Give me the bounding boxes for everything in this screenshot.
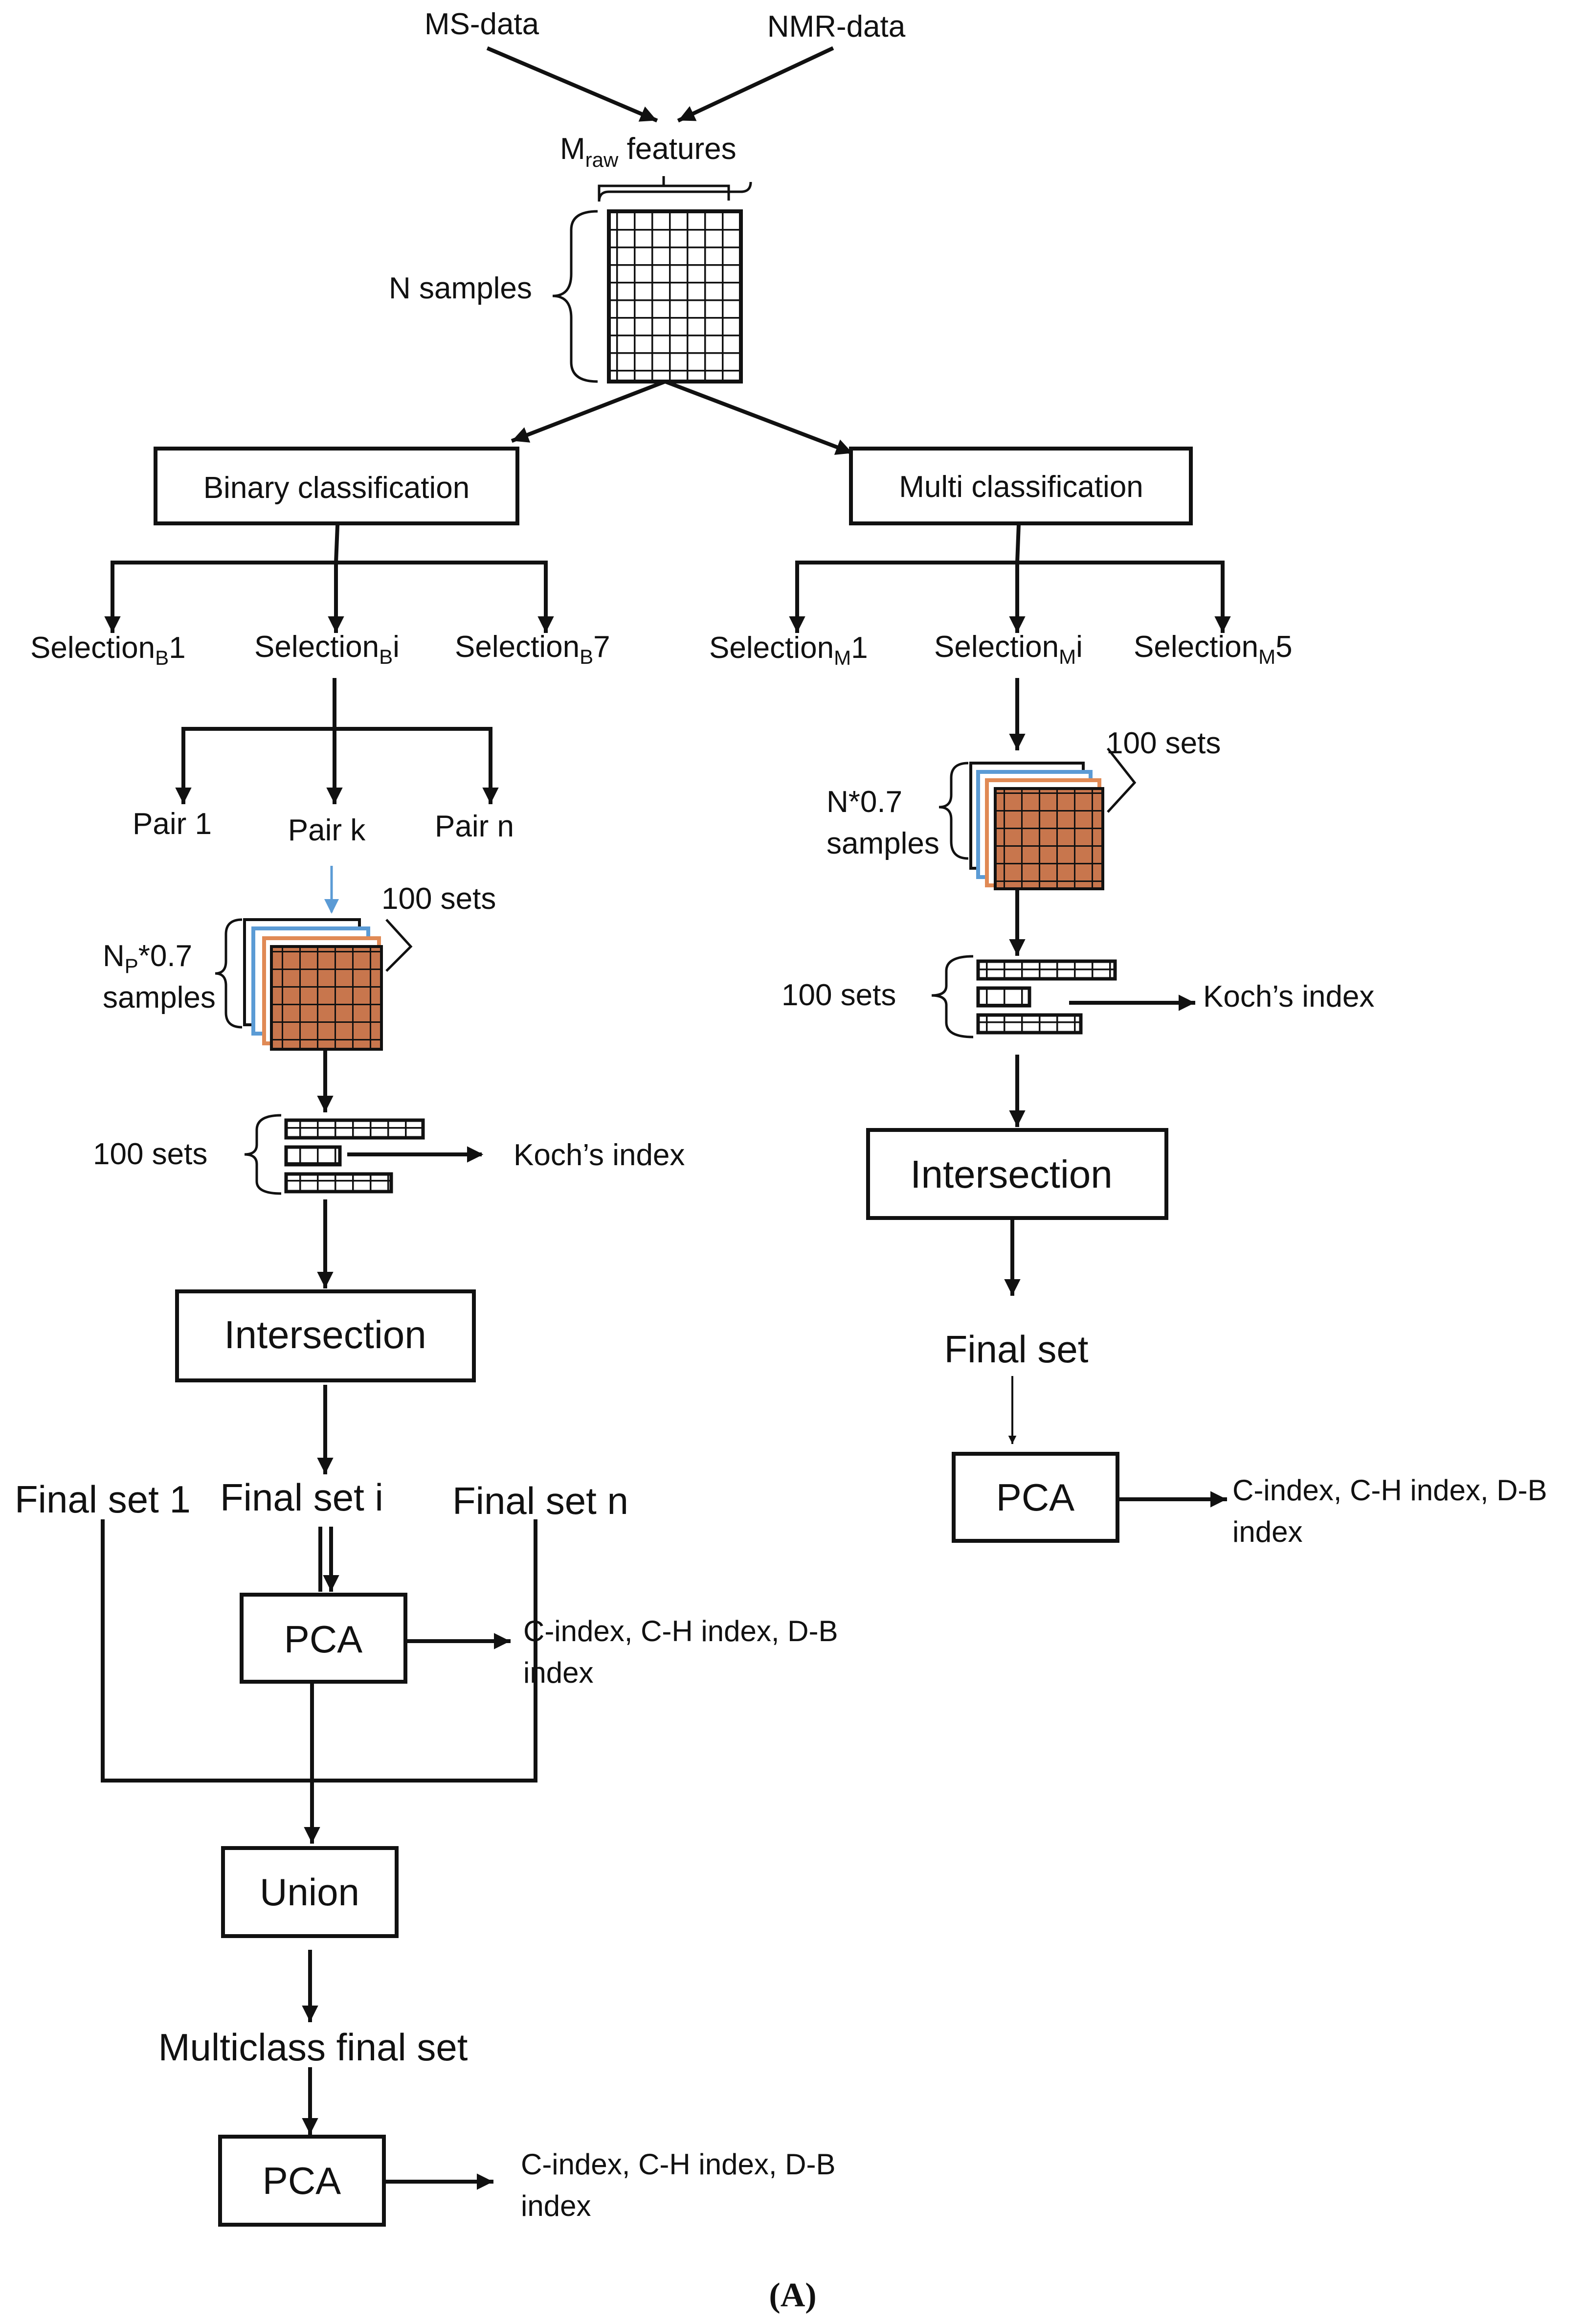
multi-classification-box [849, 447, 1193, 525]
binary-np-label: NP*0.7 [103, 939, 192, 977]
multi-stem [1015, 522, 1021, 565]
samples-brace [552, 210, 598, 383]
binary-cindex-line1: C-index, C-H index, D-B [523, 1615, 838, 1647]
multi-sets-brace [931, 955, 974, 1038]
binary-samples-label: samples [103, 981, 216, 1015]
binary-samples-brace [215, 918, 243, 1029]
to-binary-arrow [511, 379, 668, 443]
pair-n-label: Pair n [435, 810, 514, 843]
binary-classification-label: Binary classification [203, 471, 469, 505]
multi-pca-label: PCA [996, 1476, 1074, 1519]
to-multi-arrow [662, 379, 854, 455]
multi-koch-index-label: Koch’s index [1203, 980, 1374, 1014]
selection-m1-label: SelectionM1 [709, 631, 868, 669]
binary-cindex-line2: index [523, 1656, 593, 1689]
features-bracket [598, 176, 730, 201]
multi-sample-stack [969, 762, 1104, 890]
union-label: Union [260, 1871, 359, 1914]
multi-100-sets-label: 100 sets [1106, 726, 1221, 760]
pair-1-label: Pair 1 [133, 807, 212, 841]
nmr-data-label: NMR-data [767, 10, 906, 44]
figure-caption: (A) [769, 2277, 816, 2314]
pair-k-label: Pair k [288, 813, 366, 847]
selection-m5-label: SelectionM5 [1134, 630, 1293, 668]
multi-samples-brace [938, 762, 969, 860]
multiclass-final-set-label: Multiclass final set [158, 2026, 468, 2069]
binary-classification-box [154, 447, 519, 525]
multi-intersection-box [866, 1128, 1168, 1220]
nmr-arrow [677, 46, 834, 123]
binary-sets-brace [244, 1114, 282, 1195]
binary-intersection-box [175, 1289, 476, 1382]
selection-b1-label: SelectionB1 [30, 631, 186, 669]
binary-sets-bracket [385, 919, 413, 972]
connector-lines [101, 46, 1231, 2190]
features-label: Mraw features [560, 132, 737, 171]
binary-koch-index-label: Koch’s index [514, 1138, 685, 1172]
ms-data-label: MS-data [424, 7, 539, 41]
final-set-i-label: Final set i [220, 1476, 383, 1519]
binary-pca-box [240, 1593, 407, 1684]
binary-100-sets-2-label: 100 sets [93, 1137, 207, 1171]
raw-data-matrix [607, 209, 743, 384]
multi-intersection-label: Intersection [910, 1152, 1113, 1196]
binary-100-sets-label: 100 sets [381, 882, 496, 916]
multi-cindex-line2: index [1232, 1515, 1302, 1548]
binary-stem [334, 523, 340, 565]
multi-final-set-label: Final set [944, 1328, 1089, 1371]
binary-intersection-label: Intersection [224, 1313, 426, 1356]
binary-sample-stack [243, 918, 383, 1051]
multi-sets-bracket [1107, 747, 1137, 813]
final-set-n-label: Final set n [452, 1479, 628, 1522]
binary-feature-sets [284, 1118, 425, 1194]
selection-b7-label: SelectionB7 [455, 630, 610, 668]
multi-samples-label: samples [827, 827, 939, 860]
final-pca-label: PCA [263, 2159, 341, 2202]
multi-n07-label: N*0.7 [827, 785, 902, 819]
multi-pca-box [952, 1452, 1119, 1543]
final-cindex-line1: C-index, C-H index, D-B [521, 2148, 836, 2181]
multi-100-sets-2-label: 100 sets [782, 978, 896, 1012]
selection-bi-label: SelectionBi [254, 630, 400, 668]
binary-pca-label: PCA [284, 1618, 362, 1661]
multi-feature-sets [976, 959, 1117, 1035]
ms-arrow [486, 46, 658, 123]
final-pca-box [218, 2135, 386, 2227]
final-cindex-line2: index [521, 2189, 591, 2222]
samples-label: N samples [389, 271, 532, 305]
multi-cindex-line1: C-index, C-H index, D-B [1232, 1474, 1547, 1507]
selection-mi-label: SelectionMi [934, 630, 1083, 668]
union-box [221, 1846, 399, 1938]
final-set-1-label: Final set 1 [15, 1478, 191, 1521]
multi-classification-label: Multi classification [899, 470, 1143, 504]
